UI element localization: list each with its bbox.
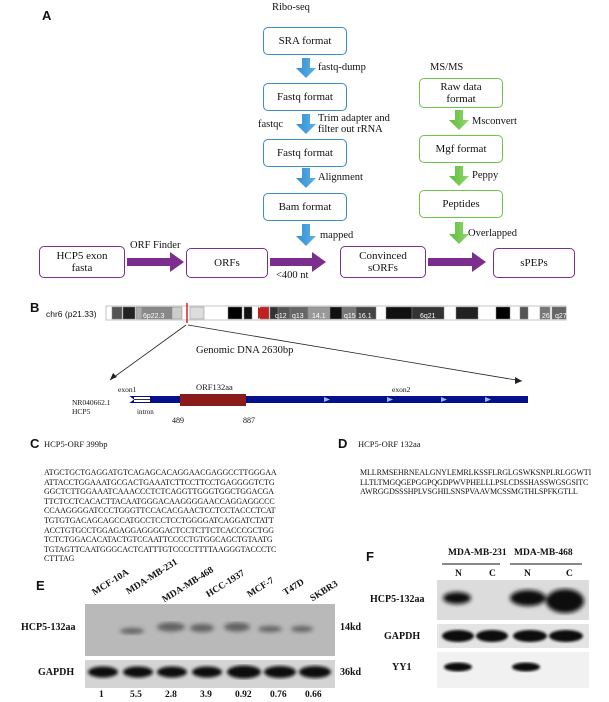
msms-label: MS/MS: [430, 62, 464, 73]
genomic-dna-label: Genomic DNA 2630bp: [196, 345, 294, 356]
blot-f-lane-c1: C: [489, 569, 496, 579]
mapped-label: mapped: [320, 230, 354, 241]
blot-e-protein-label: HCP5-132aa: [21, 622, 76, 633]
msconvert-label: Msconvert: [472, 116, 517, 127]
mgf-format-box: Mgf format: [419, 135, 503, 163]
bam-format-box: Bam format: [263, 193, 347, 221]
panel-label-c: C: [30, 436, 40, 451]
quant-mdamb231: 5.5: [130, 690, 142, 700]
panel-label-a: A: [42, 8, 52, 23]
quant-mcf10a: 1: [99, 690, 104, 700]
fastqc-label: fastqc: [258, 119, 284, 130]
band-6p22: 6p22.3: [143, 313, 165, 320]
sra-format-box: SRA format: [263, 27, 347, 55]
nucleotide-sequence: ATGCTGCTGAGGATGTCAGAGCACAGGAACGAGGCCTTGG…: [44, 468, 277, 564]
position-end: 887: [243, 416, 255, 425]
position-start: 489: [172, 416, 184, 425]
orf-aa-title: HCP5-ORF 132aa: [358, 439, 421, 449]
band-14-1: 14.1: [312, 313, 326, 320]
panel-label-b: B: [30, 300, 40, 315]
chromosome-name: chr6 (p21.33): [46, 309, 97, 319]
band-6q21: 6q21: [420, 313, 436, 320]
raw-data-box: Raw data format: [419, 78, 503, 108]
lt400-label: <400 nt: [276, 270, 309, 281]
blot-f-lane-n2: N: [524, 569, 531, 579]
blot-f-group-1: MDA-MB-231: [448, 548, 507, 558]
band-q15: q15: [344, 313, 356, 320]
orf-finder-label: ORF Finder: [130, 240, 181, 251]
band-q12: q12: [275, 313, 287, 320]
peptides-box: Peptides: [419, 190, 503, 218]
quant-hcc1937: 3.9: [200, 690, 212, 700]
convinced-sorfs-box: Convinced sORFs: [340, 246, 426, 278]
blot-f-protein-label: HCP5-132aa: [370, 594, 425, 605]
band-16-1: 16.1: [358, 313, 372, 320]
quant-t47d: 0.76: [270, 690, 287, 700]
alignment-label: Alignment: [318, 172, 363, 183]
overlapped-label: Overlapped: [468, 228, 517, 239]
panel-label-d: D: [338, 436, 348, 451]
transcript-label: NR040662.1 HCP5: [72, 398, 111, 416]
blot-f-loading-label: GAPDH: [384, 631, 421, 642]
intron-label: intron: [137, 408, 154, 416]
panel-label-e: E: [36, 578, 45, 593]
blot-f-group-2: MDA-MB-468: [514, 548, 573, 558]
blot-f-lane-c2: C: [566, 569, 573, 579]
quant-mcf7: 0.92: [235, 690, 252, 700]
blot-f-marker-label: YY1: [392, 662, 412, 673]
marker-14kd: 14kd: [340, 622, 362, 633]
band-q13: q13: [292, 313, 304, 320]
amino-acid-sequence: MLLRMSEHRNEALGNYLEMRLKSSFLRGLGSWKSNPLRLG…: [360, 468, 592, 497]
orfs-box: ORFs: [186, 248, 268, 278]
exon2-label: exon2: [392, 385, 411, 394]
orf-label: ORF132aa: [196, 382, 233, 392]
peppy-label: Peppy: [472, 170, 499, 181]
band-26: 26: [542, 313, 550, 320]
band-q27: q27: [555, 313, 567, 320]
trim-label: Trim adapter and filter out rRNA: [318, 113, 390, 135]
panel-label-f: F: [366, 549, 374, 564]
exon1-label: exon1: [118, 385, 137, 394]
blot-e-loading-label: GAPDH: [38, 667, 75, 678]
fastq-format-box-1: Fastq format: [263, 83, 347, 111]
orf-nt-title: HCP5-ORF 399bp: [44, 439, 108, 449]
quant-skbr3: 0.66: [305, 690, 322, 700]
marker-36kd: 36kd: [340, 667, 362, 678]
quant-mdamb468: 2.8: [165, 690, 177, 700]
speps-box: sPEPs: [493, 248, 575, 278]
fastq-dump-label: fastq-dump: [318, 62, 366, 73]
blot-f-lane-n1: N: [455, 569, 462, 579]
fastq-format-box-2: Fastq format: [263, 139, 347, 167]
hcp5-exon-box: HCP5 exon fasta: [39, 246, 125, 278]
riboseq-label: Ribo-seq: [272, 2, 310, 13]
